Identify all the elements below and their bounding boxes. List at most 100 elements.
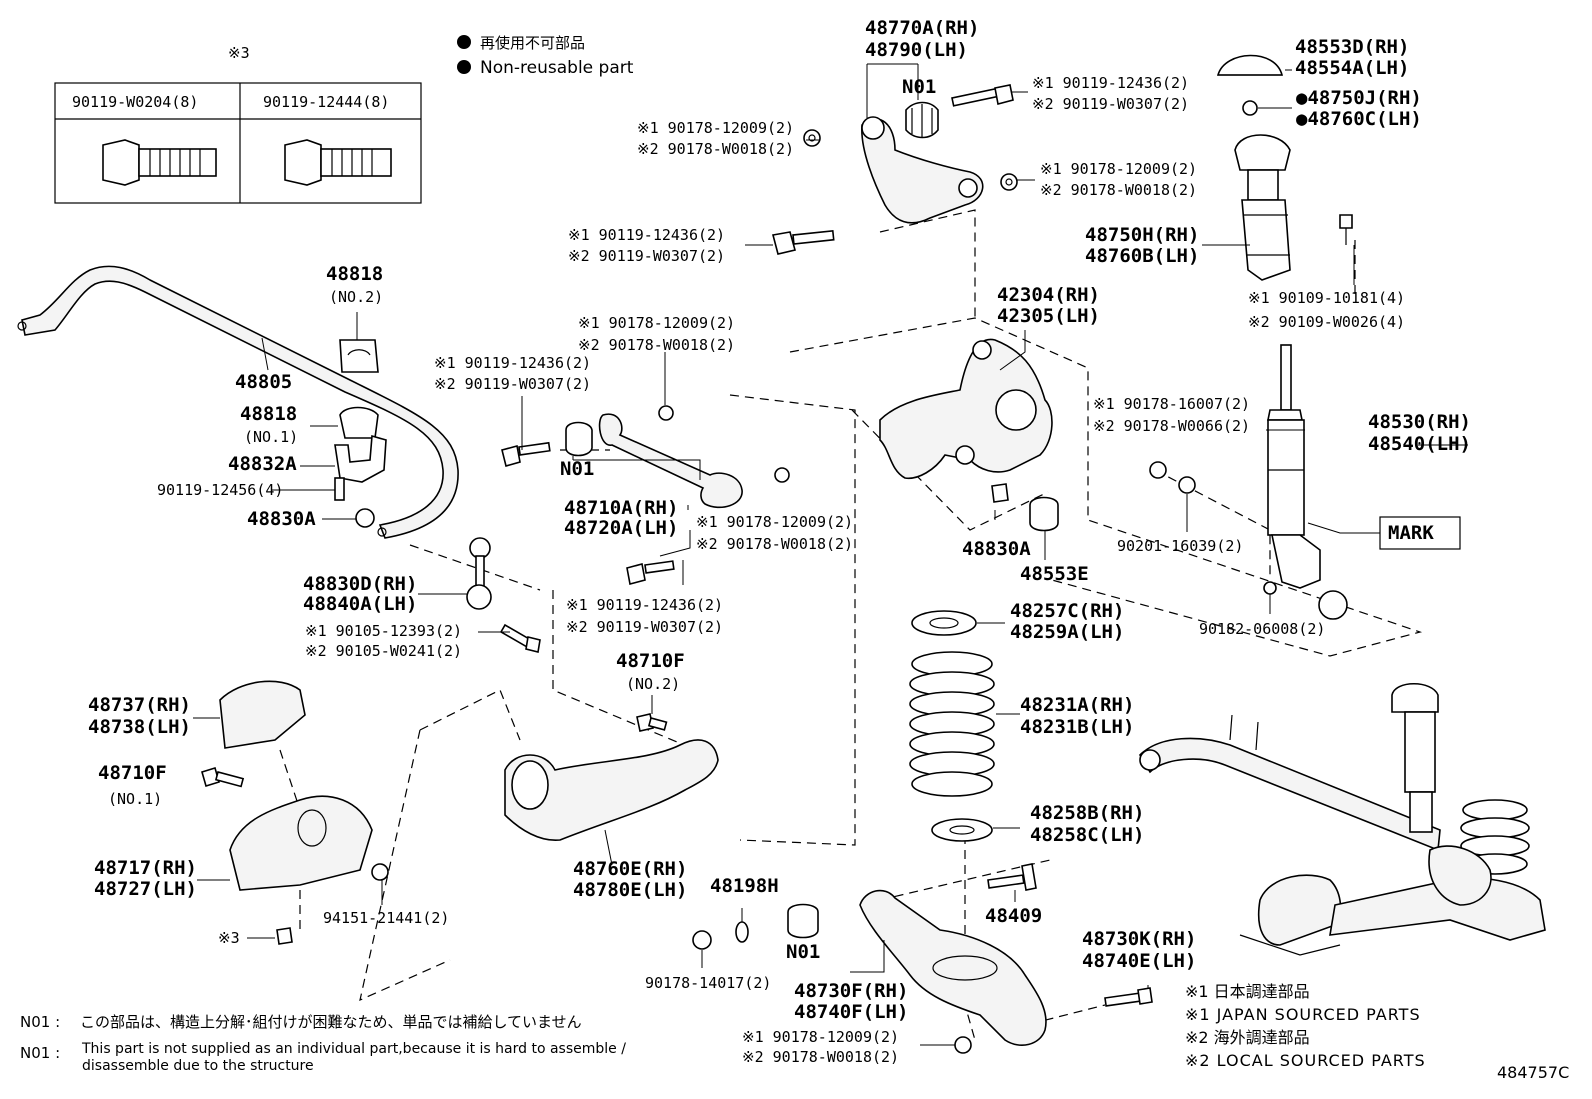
part-label-l7-line-1: ※1 90178-12009(2) xyxy=(1040,160,1197,178)
part-label-l11-line-1: (NO.2) xyxy=(329,288,383,306)
part-label-l17-line-1: 48818 xyxy=(240,403,297,425)
leader-lines xyxy=(193,63,1468,1046)
part-label-l27-line-1: 48830A xyxy=(962,538,1031,560)
footnote-en-1: This part is not supplied as an individu… xyxy=(81,1041,626,1057)
bolt-link-rod xyxy=(499,623,541,653)
bolt-48710f-no1 xyxy=(201,766,245,788)
part-label-l25-line-1: ※1 90178-16007(2) xyxy=(1093,395,1250,413)
part-label-l26-line-1: 48530(RH) xyxy=(1368,411,1471,433)
part-label-l4-line-2: 48554A(LH) xyxy=(1295,57,1409,79)
part-label-l24-line-1: ※1 90178-12009(2) xyxy=(696,513,853,531)
part-label-l39-line-1: 48231A(RH) xyxy=(1020,694,1134,716)
part-label-l30-line-1: MARK xyxy=(1388,522,1434,544)
part-label-l34-line-1: 48257C(RH) xyxy=(1010,600,1124,622)
part-label-l23-line-2: 48720A(LH) xyxy=(564,517,678,539)
part-label-l1-line-1: 48770A(RH) xyxy=(865,17,979,39)
part-label-l32-line-1: ※1 90105-12393(2) xyxy=(305,622,462,640)
stabilizer-bracket xyxy=(334,434,387,483)
nut-94151 xyxy=(371,863,389,881)
part-label-l39-line-2: 48231B(LH) xyxy=(1020,716,1134,738)
part-label-l8-line-2: ※2 90119-W0307(2) xyxy=(568,247,725,265)
sourcing-line-4: ※2 LOCAL SOURCED PARTS xyxy=(1185,1051,1426,1070)
part-label-l31-line-2: 48840A(LH) xyxy=(303,593,417,615)
assembly-overview xyxy=(1138,683,1546,956)
coil-spring xyxy=(909,651,995,797)
bolt-48710f-no2 xyxy=(636,713,668,732)
bolt-icon-1 xyxy=(102,139,217,186)
nut-upper-mid xyxy=(1000,173,1018,191)
part-label-l53-line-2: ※2 90178-W0018(2) xyxy=(742,1048,899,1066)
non-reusable-en: Non-reusable part xyxy=(480,58,634,78)
part-label-l16-line-2: ※2 90119-W0307(2) xyxy=(434,375,591,393)
part-label-l16-line-1: ※1 90119-12436(2) xyxy=(434,354,591,372)
nut-strut-top xyxy=(1242,100,1258,116)
trailing-arm-bracket xyxy=(229,795,373,891)
part-label-l18-line-1: (NO.1) xyxy=(244,428,298,446)
part-label-l51-line-1: 90178-14017(2) xyxy=(645,974,771,992)
nut-upper-left xyxy=(803,129,821,147)
part-label-l6-line-2: ※2 90178-W0018(2) xyxy=(637,140,794,158)
part-label-l29-line-1: 90201-16039(2) xyxy=(1117,537,1243,555)
part-label-l2-line-1: N01 xyxy=(902,76,936,98)
link-rod xyxy=(466,537,492,610)
part-label-l37-line-1: (NO.2) xyxy=(626,675,680,693)
bolt-upper-left xyxy=(772,229,835,255)
part-label-l52-line-2: 48740F(LH) xyxy=(794,1001,908,1023)
part-labels: 48770A(RH)48790(LH) N01 ※1 90119-12436(2) ※… xyxy=(88,17,1471,1066)
part-label-l32-line-2: ※2 90105-W0241(2) xyxy=(305,642,462,660)
part-label-l23-line-1: 48710A(RH) xyxy=(564,497,678,519)
part-label-l7-line-2: ※2 90178-W0018(2) xyxy=(1040,181,1197,199)
part-label-l45-line-1: 48198H xyxy=(710,875,779,897)
nut-48830a-right xyxy=(991,483,1009,503)
part-label-l50-line-1: 48730K(RH) xyxy=(1082,928,1196,950)
part-label-l33-line-1: ※1 90119-12436(2) xyxy=(566,596,723,614)
footnote-jp: この部品は、構造上分解･組付けが困難なため、単品では補給していません xyxy=(80,1013,582,1031)
part-label-l14-line-2: ※2 90109-W0026(4) xyxy=(1248,313,1405,331)
sourcing-line-2: ※1 JAPAN SOURCED PARTS xyxy=(1185,1005,1421,1024)
part-label-l19-line-1: 48832A xyxy=(228,453,297,475)
part-label-l44-line-2: 48780E(LH) xyxy=(573,879,687,901)
bolt-icon-2 xyxy=(284,139,392,186)
part-label-l13-line-1: 42304(RH) xyxy=(997,284,1100,306)
strut-top-cap xyxy=(1216,54,1284,76)
part-label-l24-line-2: ※2 90178-W0018(2) xyxy=(696,535,853,553)
mark-callout-box xyxy=(1307,516,1461,550)
footnote-en-2: disassemble due to the structure xyxy=(82,1058,314,1074)
spring-upper-seat xyxy=(911,610,977,636)
part-label-l43-line-1: 48717(RH) xyxy=(94,857,197,879)
nut-lateral-right xyxy=(774,467,790,483)
part-label-l13-line-2: 42305(LH) xyxy=(997,305,1100,327)
trailing-arm-cover xyxy=(219,680,306,749)
part-label-l49-line-1: N01 xyxy=(786,941,820,963)
bolt-bracket-3 xyxy=(276,927,293,945)
bolt-table: ※3 90119-W0204(8) 90119-12444(8) xyxy=(54,44,422,204)
bolt-strut-side xyxy=(1339,214,1353,245)
bushing-48553e xyxy=(1029,496,1059,532)
stabilizer-bar xyxy=(17,265,459,539)
bolt-48730k xyxy=(1104,987,1153,1007)
part-label-l31-line-1: 48830D(RH) xyxy=(303,573,417,595)
bushing-lower-n01 xyxy=(787,903,819,939)
part-label-l28-line-1: 48553E xyxy=(1020,563,1089,585)
part-label-l46-line-1: 94151-21441(2) xyxy=(323,909,449,927)
footnote-prefix-1: N01 : xyxy=(20,1013,60,1031)
part-label-l3-line-2: ※2 90119-W0307(2) xyxy=(1032,95,1189,113)
non-reusable-jp: 再使用不可部品 xyxy=(480,34,585,52)
part-label-l3-line-1: ※1 90119-12436(2) xyxy=(1032,74,1189,92)
part-label-l35-line-1: 90182-06008(2) xyxy=(1199,620,1325,638)
washer-nut-strut-lower xyxy=(1149,461,1196,494)
knuckle xyxy=(879,338,1053,480)
part-label-l10-line-1: 48818 xyxy=(326,263,383,285)
spring-lower-seat xyxy=(931,818,993,842)
part-label-l1-line-2: 48790(LH) xyxy=(865,39,968,61)
footnote: N01 : この部品は、構造上分解･組付けが困難なため、単品では補給していません… xyxy=(20,1013,626,1074)
sourcing-line-1: ※1 日本調達部品 xyxy=(1185,982,1310,1001)
bolt-lateral-left xyxy=(501,441,551,467)
part-label-l21-line-1: 48830A xyxy=(247,508,316,530)
part-label-l52-line-1: 48730F(RH) xyxy=(794,980,908,1002)
part-label-l41-line-1: (NO.1) xyxy=(108,790,162,808)
washer-48198h xyxy=(735,921,749,943)
nut-90178-14017 xyxy=(692,930,712,950)
footnote-prefix-2: N01 : xyxy=(20,1044,60,1062)
part-label-l26-line-2: 48540(LH) xyxy=(1368,433,1471,455)
